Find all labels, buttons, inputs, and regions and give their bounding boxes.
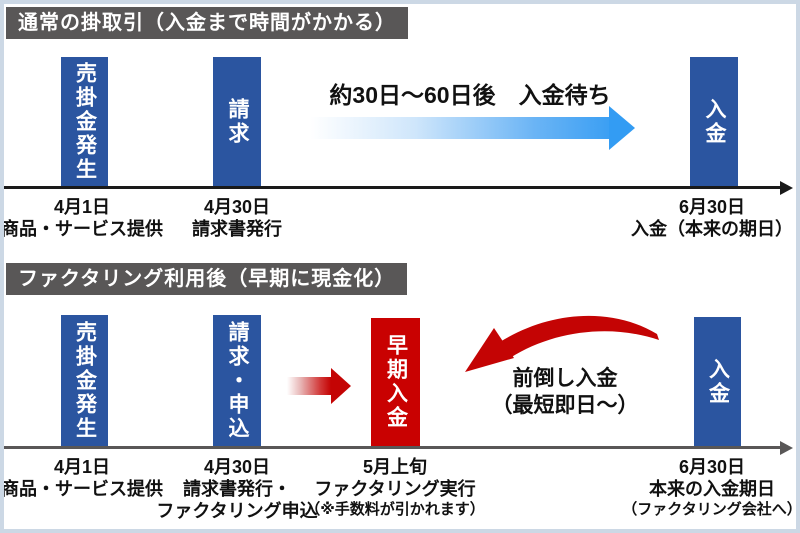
milestone-desc2: ファクタリング申込 — [156, 501, 318, 521]
pull-forward-caption-line1: 前倒し入金 — [512, 367, 618, 390]
milestone-desc: 請求書発行・ — [183, 479, 291, 499]
bar-payment-s1-label: 入金 — [703, 97, 726, 146]
bar-invoice-apply-s2: 請求・申込 — [213, 315, 261, 446]
milestone-s2-may: 5月上旬 ファクタリング実行 （※手数料が引かれます） — [305, 456, 485, 520]
milestone-s1-apr30: 4月30日 請求書発行 — [192, 196, 282, 240]
bar-receivable-s1: 売掛金発生 — [61, 57, 108, 186]
milestone-desc: 商品・サービス提供 — [1, 479, 163, 499]
section1-header: 通常の掛取引（入金まで時間がかかる） — [6, 7, 408, 39]
bar-receivable-s2-label: 売掛金発生 — [73, 320, 97, 441]
milestone-note: （ファクタリング会社へ） — [622, 501, 800, 518]
milestone-desc: 入金（本来の期日） — [631, 219, 793, 239]
bar-receivable-s1-label: 売掛金発生 — [73, 61, 97, 182]
milestone-desc: 本来の入金期日 — [649, 479, 775, 499]
timeline-axis-s1-arrow-icon — [780, 181, 793, 195]
bar-payment-s1: 入金 — [690, 57, 738, 186]
milestone-desc: 商品・サービス提供 — [1, 219, 163, 239]
bar-invoice-s1: 請求 — [213, 57, 261, 186]
milestone-desc: ファクタリング実行 — [314, 479, 476, 499]
milestone-date: 4月30日 — [203, 197, 271, 217]
bar-receivable-s2: 売掛金発生 — [61, 315, 108, 446]
milestone-desc: 請求書発行 — [192, 219, 282, 239]
timeline-axis-s1 — [4, 186, 782, 189]
bar-invoice-apply-s2-label: 請求・申込 — [226, 320, 249, 441]
bar-early-payment-s2-label: 早期入金 — [384, 334, 408, 430]
bar-payment-s2: 入金 — [694, 317, 741, 446]
milestone-date: 5月上旬 — [362, 457, 427, 477]
milestone-s2-apr30: 4月30日 請求書発行・ ファクタリング申込 — [156, 456, 317, 522]
milestone-date: 4月30日 — [203, 457, 271, 477]
timeline-axis-s2 — [4, 446, 782, 449]
milestone-date: 4月1日 — [53, 457, 111, 477]
milestone-s1-apr1: 4月1日 商品・サービス提供 — [1, 196, 163, 240]
pull-forward-arrow-icon — [465, 315, 659, 372]
milestone-s2-jun30: 6月30日 本来の入金期日 （ファクタリング会社へ） — [622, 456, 800, 520]
milestone-s1-jun30: 6月30日 入金（本来の期日） — [631, 196, 793, 240]
bar-invoice-s1-label: 請求 — [226, 97, 249, 146]
waiting-arrow-icon — [310, 117, 610, 139]
apply-arrow-head-icon — [331, 368, 351, 404]
pull-forward-caption-line2: （最短即日～） — [491, 394, 639, 417]
milestone-date: 6月30日 — [678, 197, 746, 217]
timeline-axis-s2-arrow-icon — [780, 441, 793, 455]
bar-early-payment-s2: 早期入金 — [371, 318, 420, 446]
milestone-note: （※手数料が引かれます） — [305, 501, 485, 518]
waiting-period-caption: 約30日～60日後 入金待ち — [329, 82, 611, 108]
section2-header: ファクタリング利用後（早期に現金化） — [6, 263, 408, 295]
pull-forward-caption: 前倒し入金 （最短即日～） — [492, 365, 639, 419]
milestone-date: 6月30日 — [678, 457, 746, 477]
waiting-arrow-head-icon — [609, 106, 635, 150]
bar-payment-s2-label: 入金 — [706, 357, 730, 406]
apply-arrow-icon — [287, 377, 331, 395]
milestone-s2-apr1: 4月1日 商品・サービス提供 — [1, 456, 163, 500]
milestone-date: 4月1日 — [53, 197, 111, 217]
